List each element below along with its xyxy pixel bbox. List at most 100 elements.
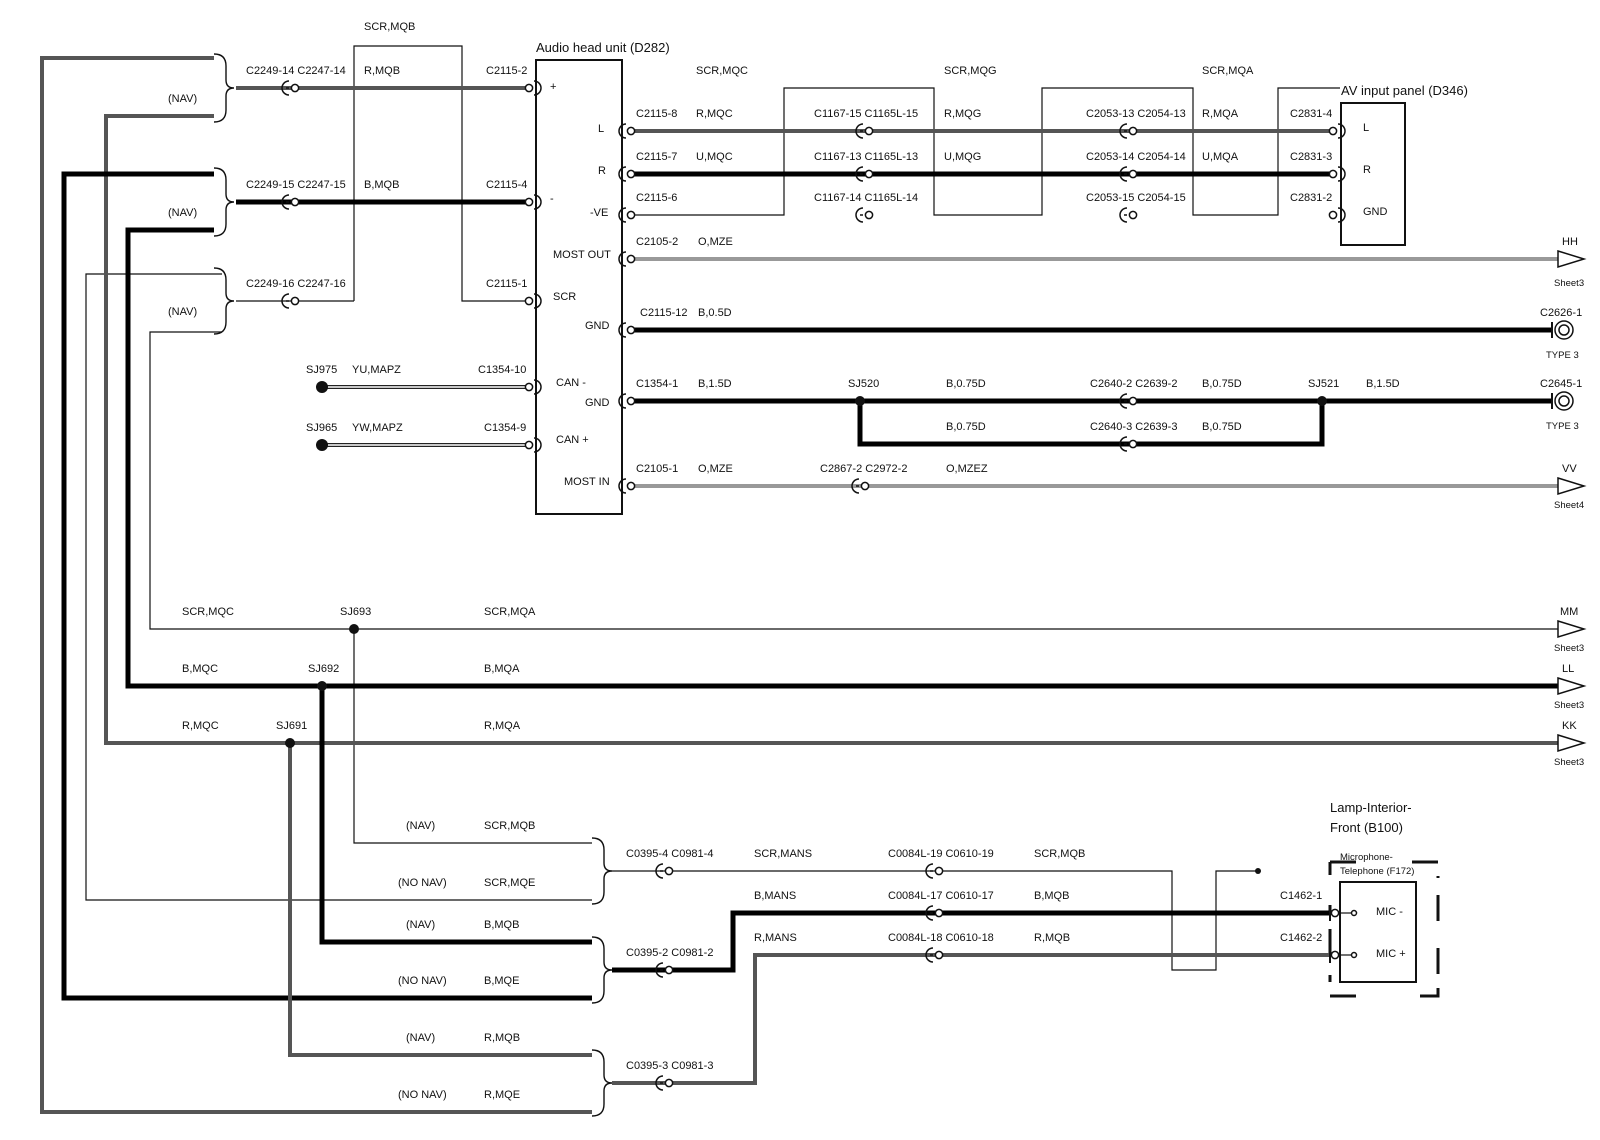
- wire-label-r-mqg: R,MQG: [944, 108, 981, 120]
- wire-b-mqe-outer: [61, 171, 592, 1001]
- shield-loop-mqb: [353, 45, 528, 302]
- label-c2053-15: C2053-15 C2054-15: [1086, 192, 1186, 204]
- av-pin-r: R: [1363, 164, 1371, 176]
- wire-label-u-mqa: U,MQA: [1202, 151, 1239, 163]
- wire-label-r-mqc-left: R,MQC: [182, 720, 219, 732]
- lamp-interior-title-1: Lamp-Interior-: [1330, 800, 1412, 815]
- label-c0395-4: C0395-4 C0981-4: [626, 848, 713, 860]
- label-c1354-9: C1354-9: [484, 422, 526, 434]
- label-sj520: SJ520: [848, 378, 879, 390]
- label-c1462-1: C1462-1: [1280, 890, 1322, 902]
- dest-type3-b: TYPE 3: [1546, 421, 1579, 432]
- wire-label-scr-mqc: SCR,MQC: [696, 65, 748, 77]
- label-c2831-2: C2831-2: [1290, 192, 1332, 204]
- label-c1462-2: C1462-2: [1280, 932, 1322, 944]
- splice-sj692: [317, 681, 327, 691]
- dest-hh-sheet: Sheet3: [1554, 278, 1584, 289]
- av-input-panel-title: AV input panel (D346): [1341, 83, 1468, 98]
- label-c0084-18: C0084L-18 C0610-18: [888, 932, 994, 944]
- wire-label-b-mqc: B,MQC: [182, 663, 218, 675]
- option-no-nav-2: (NO NAV): [398, 975, 447, 987]
- dest-hh: HH: [1562, 236, 1578, 248]
- label-sj521: SJ521: [1308, 378, 1339, 390]
- wire-label-r-mqb-low: R,MQB: [484, 1032, 520, 1044]
- arrow-vv: [1557, 476, 1587, 496]
- wire-label-r-mqa: R,MQA: [1202, 108, 1239, 120]
- wire-r-mans: [612, 953, 1330, 1085]
- wire-label-b-15d-1: B,1.5D: [698, 378, 732, 390]
- dest-kk-sheet: Sheet3: [1554, 757, 1584, 768]
- microphone-title-1: Microphone-: [1340, 852, 1393, 863]
- wire-label-scr-mqa-left: SCR,MQA: [484, 606, 536, 618]
- wire-label-yu-mapz: YU,MAPZ: [352, 364, 401, 376]
- wire-label-r-mans: R,MANS: [754, 932, 797, 944]
- brace-nav-1: [213, 53, 235, 123]
- wire-label-r-mqa-left: R,MQA: [484, 720, 521, 732]
- label-sj692: SJ692: [308, 663, 339, 675]
- wire-label-o-mzez: O,MZEZ: [946, 463, 988, 475]
- label-c1354-10: C1354-10: [478, 364, 526, 376]
- dest-vv: VV: [1562, 463, 1577, 475]
- label-c2626-1: C2626-1: [1540, 307, 1582, 319]
- type3-terminal-a: [1551, 320, 1574, 340]
- label-c1167-15: C1167-15 C1165L-15: [814, 108, 918, 120]
- wire-label-b-075d-1: B,0.75D: [946, 378, 986, 390]
- label-c2249-14: C2249-14 C2247-14: [246, 65, 346, 77]
- hu-pin-l: L: [598, 123, 604, 135]
- lamp-interior-title-2: Front (B100): [1330, 820, 1403, 835]
- lamp-interior-dashed-box: [1328, 860, 1440, 998]
- splice-sj693: [349, 624, 359, 634]
- pin-c1462-2: [1329, 947, 1358, 963]
- wire-label-u-mqg: U,MQG: [944, 151, 981, 163]
- dest-type3-a: TYPE 3: [1546, 350, 1579, 361]
- label-c1354-1: C1354-1: [636, 378, 678, 390]
- option-nav-4: (NAV): [406, 820, 435, 832]
- hu-pin-r: R: [598, 165, 606, 177]
- wire-r-mqa-long: [104, 114, 1558, 745]
- wire-r-mqb-branch: [288, 743, 592, 1057]
- label-c2105-1: C2105-1: [636, 463, 678, 475]
- label-c2831-3: C2831-3: [1290, 151, 1332, 163]
- hu-pin-gnd-1: GND: [585, 320, 610, 332]
- microphone-box: [1339, 881, 1417, 983]
- hu-pin-ve: -VE: [590, 207, 608, 219]
- label-c2115-7: C2115-7: [636, 151, 677, 163]
- option-nav-1: (NAV): [168, 93, 197, 105]
- label-c2831-4: C2831-4: [1290, 108, 1332, 120]
- label-c2115-1: C2115-1: [486, 278, 527, 290]
- pin-c1462-1: [1329, 905, 1358, 921]
- hu-pin-plus: +: [550, 81, 556, 93]
- option-nav-6: (NAV): [406, 1032, 435, 1044]
- mic-pin-minus: MIC -: [1376, 906, 1403, 918]
- av-pin-l: L: [1363, 122, 1369, 134]
- wire-end-dot: [1255, 868, 1261, 874]
- option-no-nav-3: (NO NAV): [398, 1089, 447, 1101]
- wire-r-mqe-outer: [40, 56, 592, 1114]
- wire-scr-mqa-branch: [353, 629, 592, 844]
- label-c2640-2: C2640-2 C2639-2: [1090, 378, 1177, 390]
- wire-label-scr-mqb-top: SCR,MQB: [364, 21, 415, 33]
- option-nav-2: (NAV): [168, 207, 197, 219]
- splice-sj965: [316, 439, 328, 451]
- wire-label-b-075d-4: B,0.75D: [1202, 421, 1242, 433]
- option-no-nav-1: (NO NAV): [398, 877, 447, 889]
- option-nav-5: (NAV): [406, 919, 435, 931]
- wire-label-scr-mqc-left: SCR,MQC: [182, 606, 234, 618]
- mic-pin-plus: MIC +: [1376, 948, 1406, 960]
- wire-label-b-mqb-low: B,MQB: [484, 919, 519, 931]
- wire-label-r-mqe: R,MQE: [484, 1089, 520, 1101]
- dest-mm: MM: [1560, 606, 1578, 618]
- label-c0084-19: C0084L-19 C0610-19: [888, 848, 994, 860]
- label-c2115-6: C2115-6: [636, 192, 677, 204]
- wire-label-scr-mqb-right: SCR,MQB: [1034, 848, 1085, 860]
- connector-c2053-15: [1119, 207, 1138, 223]
- label-c2115-12: C2115-12: [640, 307, 688, 319]
- hu-pin-most-in: MOST IN: [564, 476, 610, 488]
- wire-label-b-15d-2: B,1.5D: [1366, 378, 1400, 390]
- hu-pin-can-minus: CAN -: [556, 377, 586, 389]
- wire-b-mqa-long: [125, 227, 1558, 689]
- hu-pin-gnd-2: GND: [585, 397, 610, 409]
- wire-label-r-mqb: R,MQB: [364, 65, 400, 77]
- wire-b-mqb-branch: [319, 686, 592, 945]
